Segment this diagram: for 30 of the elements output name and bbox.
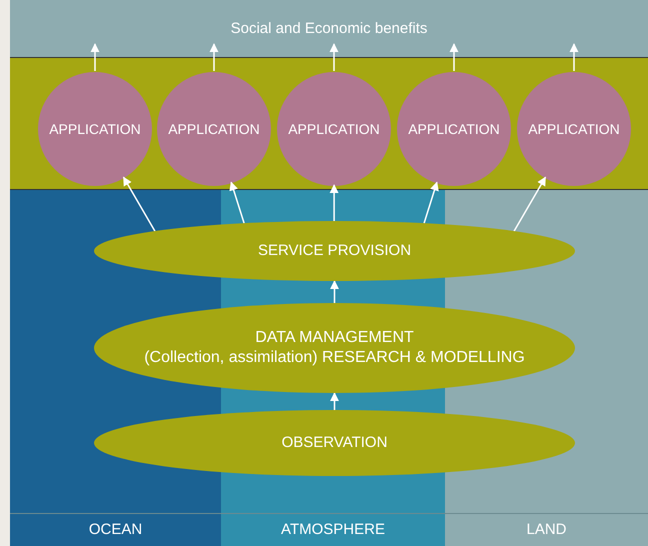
arrow (122, 176, 156, 232)
application-label: APPLICATION (528, 120, 620, 139)
process-label: DATA MANAGEMENT (255, 328, 414, 348)
applications-band (10, 57, 648, 190)
arrow (330, 43, 338, 71)
land-label-strip (445, 513, 648, 546)
arrow (90, 43, 100, 71)
arrow (330, 280, 339, 303)
arrow (330, 392, 339, 410)
column-label: OCEAN (88, 520, 142, 540)
arrow (450, 43, 458, 71)
application-label: APPLICATION (49, 120, 141, 139)
application-label: APPLICATION (168, 120, 260, 139)
application-label: APPLICATION (288, 120, 380, 139)
benefits-band (10, 0, 648, 57)
arrow (229, 181, 245, 224)
arrow (423, 182, 439, 224)
band-title: Social and Economic benefits (230, 18, 428, 38)
process-label: (Collection, assimilation) RESEARCH & MODELLING (144, 348, 525, 368)
arrow (513, 176, 546, 232)
application-label: APPLICATION (408, 120, 500, 139)
atmosphere-label-strip (221, 513, 445, 546)
column-label: LAND (526, 520, 566, 540)
process-label: SERVICE PROVISION (258, 241, 412, 261)
column-label: ATMOSPHERE (281, 520, 385, 540)
process-label: OBSERVATION (282, 433, 388, 453)
arrow (330, 184, 339, 221)
ocean-label-strip (10, 513, 221, 546)
arrow (210, 43, 218, 71)
arrow (570, 43, 578, 71)
